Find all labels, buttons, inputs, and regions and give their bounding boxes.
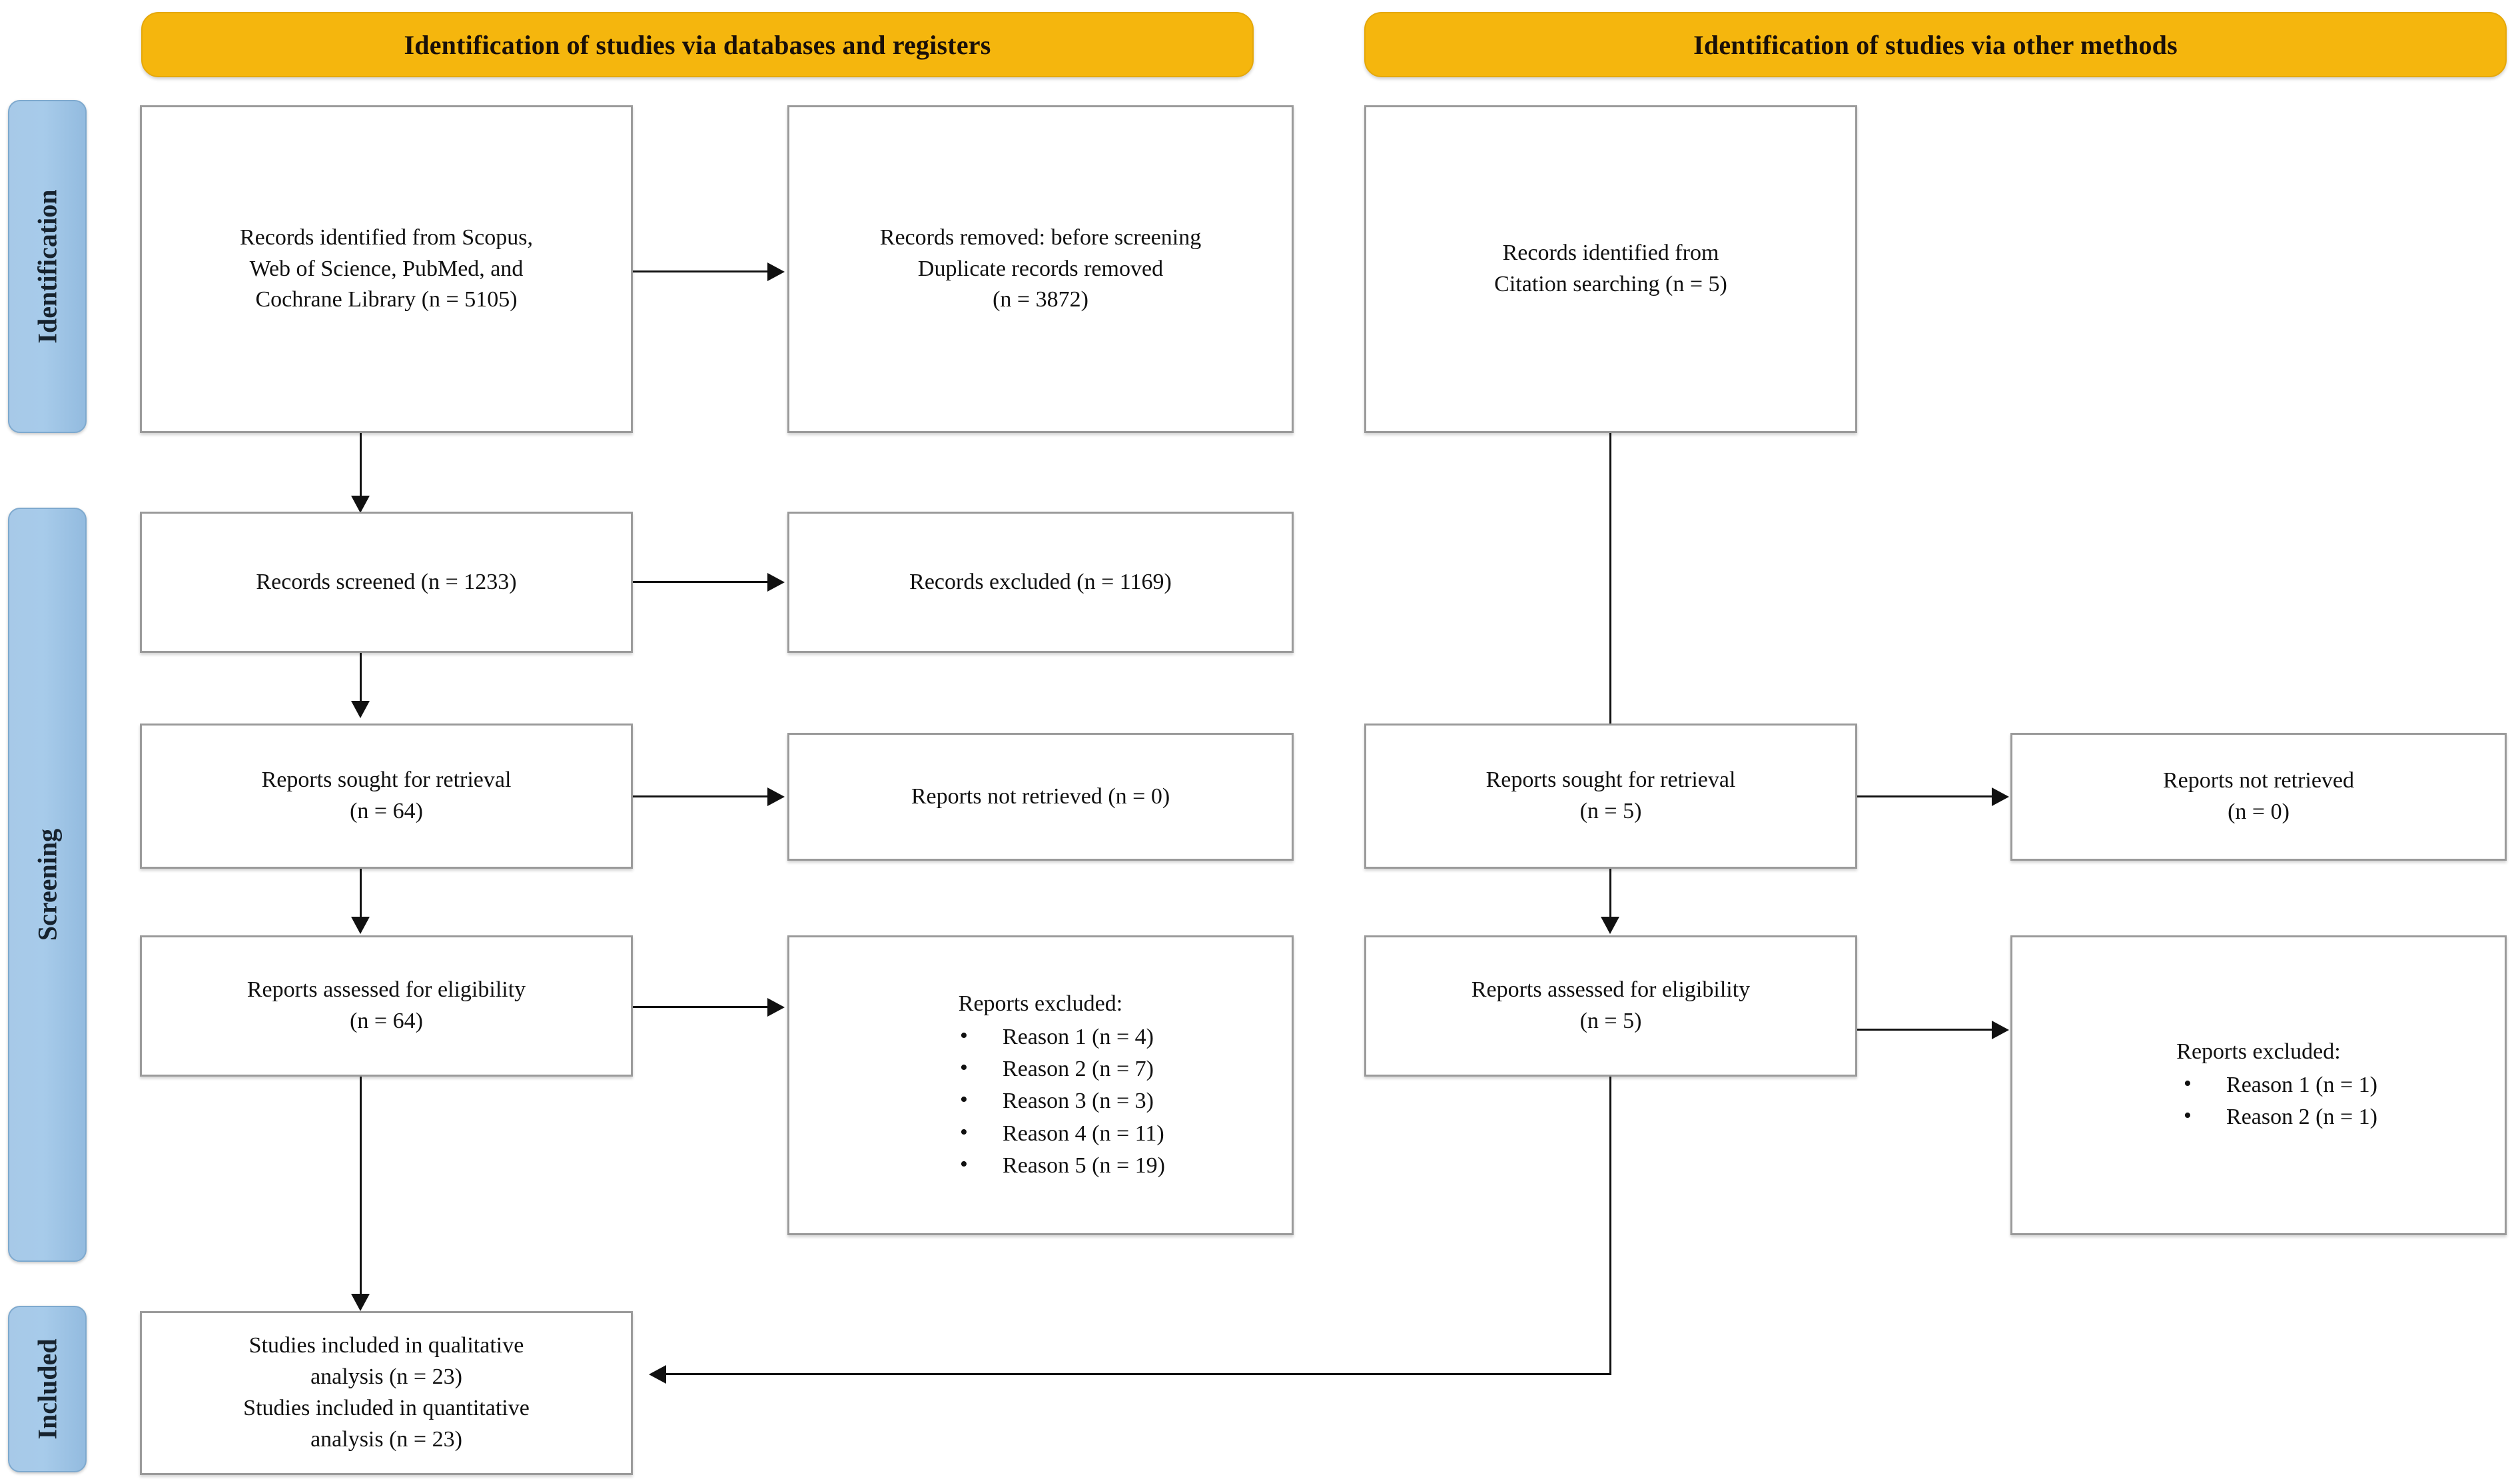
box-reports-excluded-other-title: Reports excluded: [2176,1039,2341,1065]
box-records-screened-text: Records screened (n = 1233) [256,569,517,594]
list-item: Reason 5 (n = 19) [960,1149,1165,1182]
box-reports-assessed-databases-text: Reports assessed for eligibility (n = 64… [246,977,526,1033]
list-item: Reason 2 (n = 1) [2184,1100,2377,1133]
phase-identification-label: Identification [32,189,63,344]
arrowhead-sought-to-assessed-other [1601,917,1619,934]
arrowhead-sought-to-notretrieved-db [767,787,785,806]
list-item: Reason 4 (n = 11) [960,1117,1165,1150]
arrowhead-identified-to-screened [351,496,370,513]
box-reports-sought-databases-text: Reports sought for retrieval (n = 64) [261,767,512,823]
box-reports-sought-other-text: Reports sought for retrieval (n = 5) [1485,767,1736,823]
phase-included-label: Included [32,1338,63,1440]
arrowhead-assessed-to-excluded-db [767,998,785,1017]
list-item: Reason 3 (n = 3) [960,1084,1165,1117]
box-records-excluded-text: Records excluded (n = 1169) [909,569,1172,594]
connector-assessed-other-to-included-vertical [1609,1077,1611,1375]
connector-assessed-other-to-included-horizontal [666,1373,1611,1375]
connector-screened-to-sought [360,653,362,704]
list-item: Reason 1 (n = 1) [2184,1068,2377,1101]
arrowhead-sought-to-assessed-db [351,917,370,934]
arrowhead-assessed-to-excluded-other [1992,1021,2009,1039]
box-reports-excluded-databases-title: Reports excluded: [958,991,1123,1016]
box-reports-not-retrieved-other-text: Reports not retrieved (n = 0) [2162,768,2355,824]
box-reports-sought-other: Reports sought for retrieval (n = 5) [1364,724,1857,869]
box-records-removed: Records removed: before screening Duplic… [787,105,1294,433]
box-records-removed-text: Records removed: before screening Duplic… [879,225,1202,312]
banner-databases-registers-label: Identification of studies via databases … [404,29,991,60]
phase-screening: Screening [8,508,87,1262]
arrowhead-assessed-to-included-db [351,1294,370,1311]
connector-assessed-to-excluded-other [1857,1029,1994,1031]
box-studies-included-text: Studies included in qualitative analysis… [243,1333,530,1452]
box-reports-not-retrieved-databases-text: Reports not retrieved (n = 0) [911,783,1170,809]
box-reports-assessed-databases: Reports assessed for eligibility (n = 64… [140,935,633,1077]
arrowhead-sought-to-notretrieved-other [1992,787,2009,806]
reports-excluded-other-reason-list: Reason 1 (n = 1) Reason 2 (n = 1) [2140,1068,2377,1134]
box-reports-assessed-other-text: Reports assessed for eligibility (n = 5) [1471,977,1751,1033]
connector-sought-to-notretrieved-db [633,795,770,797]
arrowhead-assessed-other-to-included [649,1365,666,1384]
connector-assessed-to-included-db [360,1077,362,1296]
connector-screened-to-excluded [633,581,770,583]
phase-included: Included [8,1306,87,1472]
connector-identified-to-removed [633,270,770,272]
box-records-identified-citation-text: Records identified from Citation searchi… [1494,241,1727,296]
box-reports-excluded-other: Reports excluded: Reason 1 (n = 1) Reaso… [2010,935,2507,1235]
arrowhead-screened-to-excluded [767,573,785,592]
list-item: Reason 1 (n = 4) [960,1020,1165,1053]
box-reports-not-retrieved-other: Reports not retrieved (n = 0) [2010,733,2507,861]
phase-identification: Identification [8,100,87,433]
box-studies-included: Studies included in qualitative analysis… [140,1311,633,1475]
banner-databases-registers: Identification of studies via databases … [141,12,1254,77]
list-item: Reason 2 (n = 7) [960,1052,1165,1085]
connector-citation-to-sought-other [1609,433,1611,733]
box-records-identified-databases-text: Records identified from Scopus, Web of S… [239,225,534,312]
connector-identified-to-screened [360,433,362,498]
box-reports-excluded-databases: Reports excluded: Reason 1 (n = 4) Reaso… [787,935,1294,1235]
connector-sought-to-assessed-other [1609,869,1611,919]
box-records-screened: Records screened (n = 1233) [140,512,633,653]
banner-other-methods: Identification of studies via other meth… [1364,12,2507,77]
box-reports-sought-databases: Reports sought for retrieval (n = 64) [140,724,633,869]
reports-excluded-databases-reason-list: Reason 1 (n = 4) Reason 2 (n = 7) Reason… [916,1020,1165,1182]
connector-sought-to-notretrieved-other [1857,795,1994,797]
box-reports-not-retrieved-databases: Reports not retrieved (n = 0) [787,733,1294,861]
box-records-identified-databases: Records identified from Scopus, Web of S… [140,105,633,433]
banner-other-methods-label: Identification of studies via other meth… [1693,29,2178,60]
arrowhead-screened-to-sought [351,701,370,718]
phase-screening-label: Screening [32,828,63,941]
box-records-identified-citation: Records identified from Citation searchi… [1364,105,1857,433]
arrowhead-identified-to-removed [767,262,785,281]
box-reports-assessed-other: Reports assessed for eligibility (n = 5) [1364,935,1857,1077]
box-records-excluded: Records excluded (n = 1169) [787,512,1294,653]
connector-sought-to-assessed-db [360,869,362,919]
connector-assessed-to-excluded-db [633,1006,770,1008]
